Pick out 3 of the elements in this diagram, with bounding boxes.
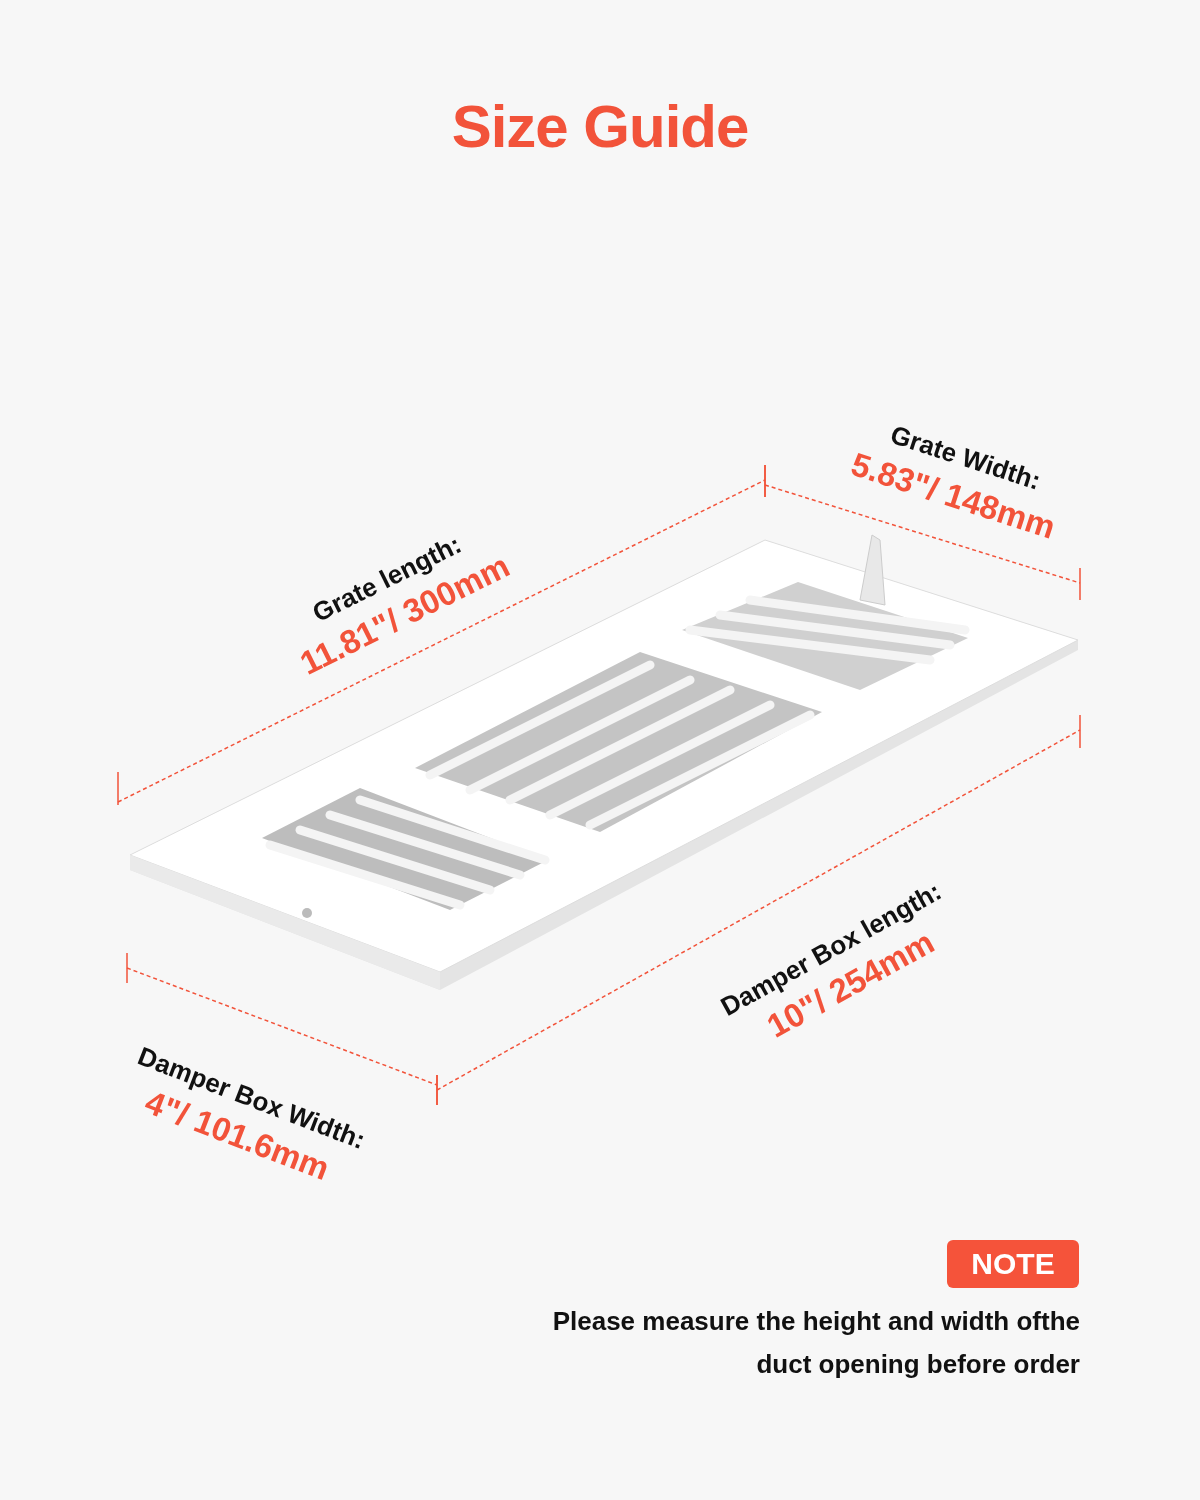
title: Size Guide: [450, 92, 750, 161]
note-badge: NOTE: [947, 1240, 1079, 1288]
note-text: Please measure the height and width ofthe duct opening before order: [551, 1305, 1080, 1381]
